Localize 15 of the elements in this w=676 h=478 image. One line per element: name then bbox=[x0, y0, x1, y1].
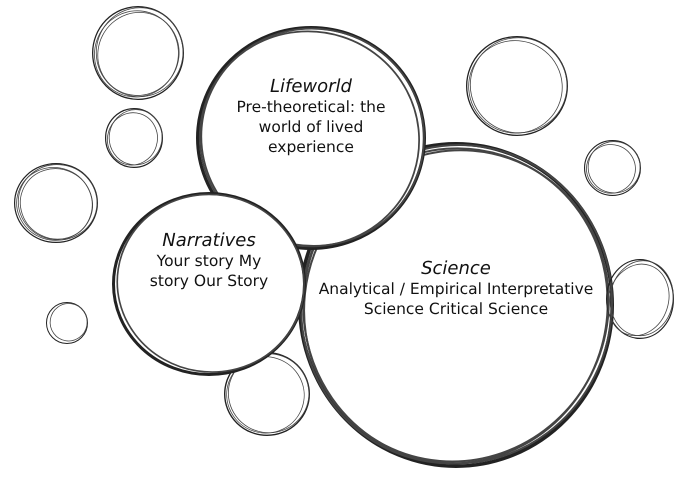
sketch-circle bbox=[14, 163, 98, 243]
topic-circle bbox=[112, 192, 306, 376]
circle-text: Analytical / Empirical Interpretative Science Critical Science bbox=[318, 279, 594, 320]
circle-text: Pre-theoretical: the world of lived experience bbox=[235, 97, 387, 158]
circle-heading: Narratives bbox=[162, 230, 256, 251]
sketch-circle bbox=[105, 108, 163, 168]
circle-heading: Science bbox=[421, 258, 491, 279]
sketch-circle bbox=[584, 140, 641, 196]
sketch-circle bbox=[224, 352, 310, 436]
circle-text: Your story My story Our Story bbox=[149, 251, 269, 292]
sketch-circle bbox=[606, 259, 674, 339]
sketch-circle bbox=[46, 302, 88, 344]
circle-heading: Lifeworld bbox=[270, 76, 352, 97]
sketch-circle bbox=[92, 6, 184, 100]
sketch-circle bbox=[466, 36, 568, 136]
